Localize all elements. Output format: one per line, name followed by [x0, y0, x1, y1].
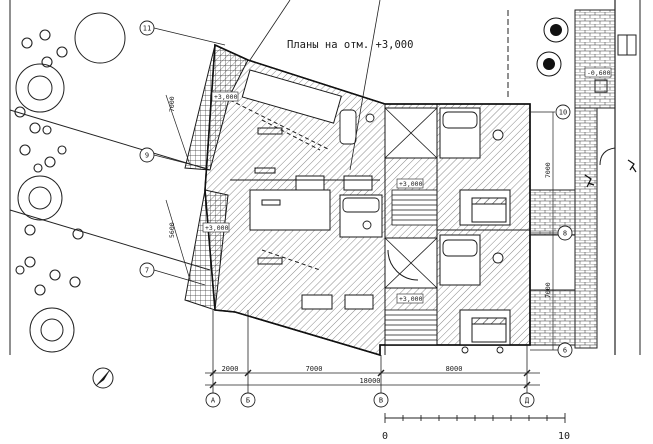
axis-label: Д — [525, 397, 530, 405]
building-plan — [184, 43, 531, 357]
dimension-label: 7000 — [544, 282, 552, 298]
dimension-label: 7000 — [306, 365, 323, 373]
shrub-dots — [14, 29, 84, 296]
level-mark: +3,000 — [399, 180, 423, 188]
bush — [536, 17, 569, 77]
level-mark: +3,000 — [399, 295, 423, 303]
level-mark: +3,000 — [214, 93, 238, 101]
site-landscape — [9, 0, 569, 355]
level-mark: +3,000 — [205, 224, 229, 232]
axis-label: 8 — [563, 230, 567, 238]
dimension-values: 2000 7000 8000 18000 — [222, 365, 463, 385]
axis-label: 10 — [559, 109, 567, 117]
staircase — [384, 189, 438, 346]
axis-label: А — [211, 397, 216, 405]
grid-axes-vertical: А Б В Д — [205, 392, 535, 408]
level-mark: -0,600 — [587, 69, 611, 77]
car-icon — [584, 159, 637, 188]
bathtub-icon — [339, 109, 478, 257]
dimension-label: 5600 — [168, 222, 176, 238]
scale-start-label: 0 — [382, 431, 388, 442]
axis-label: 11 — [143, 25, 151, 33]
dimension-label: 7000 — [544, 162, 552, 178]
dimension-total: 18000 — [359, 377, 380, 385]
grid-axes-horizontal: 11 10 9 8 7 6 — [139, 20, 573, 358]
brick-wall — [574, 9, 616, 109]
side-dimensions: 7000 5600 7000 7000 — [165, 94, 554, 350]
axis-label: 9 — [145, 152, 149, 160]
dimension-label: 8000 — [446, 365, 463, 373]
drawing-title: Планы на отм. +3,000 — [287, 39, 413, 51]
brick-wall — [574, 107, 598, 349]
large-tree — [15, 12, 126, 353]
dimension-label: 7000 — [168, 96, 176, 112]
axis-label: 6 — [563, 347, 567, 355]
north-arrow-icon — [92, 367, 114, 389]
right-site — [507, 0, 641, 355]
scale-bar — [384, 413, 566, 423]
scale-end-label: 10 — [558, 431, 570, 442]
level-marks: +3,000 +3,000 +3,000 +3,000 -0,600 — [202, 67, 612, 304]
axis-label: 7 — [145, 267, 149, 275]
axis-label: В — [379, 397, 383, 405]
axis-label: Б — [246, 397, 250, 405]
dimension-chain — [205, 310, 540, 393]
dimension-label: 2000 — [222, 365, 239, 373]
